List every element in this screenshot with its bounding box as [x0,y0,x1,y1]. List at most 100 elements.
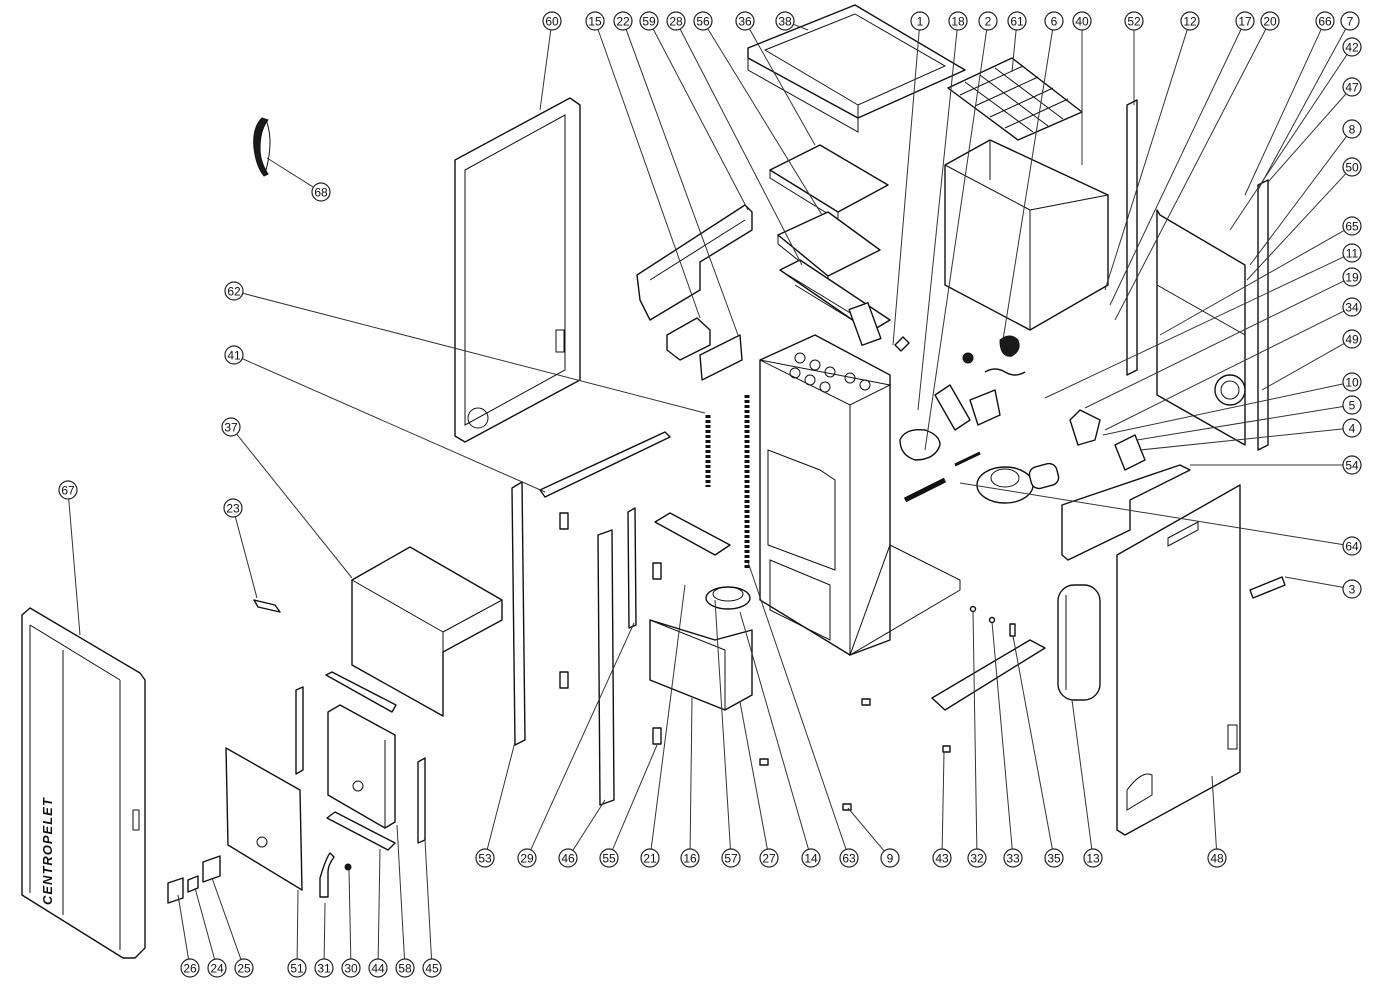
callout-27: 27 [759,848,779,868]
callout-label: 16 [683,852,697,866]
callout-3: 3 [1342,579,1362,599]
callout-circle [1342,37,1362,57]
leader-line-47 [1267,93,1347,183]
callout-61: 61 [1007,11,1027,31]
callout-35: 35 [1044,848,1064,868]
callout-label: 13 [1086,852,1100,866]
callout-circle [311,182,331,202]
part-post-53 [511,481,526,746]
callout-68: 68 [311,182,331,202]
callout-label: 3 [1349,583,1356,597]
callout-label: 54 [1345,459,1359,473]
callout-6: 6 [1044,11,1064,31]
leader-line-32 [972,610,978,850]
leader-line-22 [625,29,739,336]
callout-circle [599,848,619,868]
callout-circle [639,11,659,31]
part-cover-box [327,704,396,829]
part-rail-44 [326,811,396,851]
callout-label: 12 [1183,15,1197,29]
part-handle-3 [1249,576,1286,599]
leader-line-67 [68,498,81,636]
leader-line-10 [1102,383,1344,436]
callout-circle [180,958,200,978]
leader-line-24 [194,887,216,960]
callout-circle [1235,11,1255,31]
callout-label: 31 [317,962,331,976]
callout-circle [735,11,755,31]
leader-line-63 [747,561,847,850]
part-back-plate [1156,209,1246,446]
callout-label: 8 [1349,123,1356,137]
leader-line-16 [689,697,693,850]
callout-12: 12 [1180,11,1200,31]
part-side-panel-48 [1116,484,1241,836]
leader-line-61 [1011,29,1017,73]
callout-53: 53 [475,848,495,868]
leader-line-45 [424,839,433,960]
part-clip-23 [253,599,281,613]
callout-40: 40 [1072,11,1092,31]
callout-43: 43 [932,848,952,868]
callout-9: 9 [880,848,900,868]
callout-label: 25 [237,962,251,976]
callout-62: 62 [224,281,244,301]
callout-label: 21 [643,852,657,866]
leader-line-46 [572,799,606,851]
callout-circle [910,11,930,31]
leader-line-44 [377,848,381,960]
callout-label: 23 [226,502,240,516]
callout-circle [978,11,998,31]
callout-20: 20 [1260,11,1280,31]
parts-layer: CENTROPELET [21,4,1286,959]
callout-44: 44 [368,958,388,978]
leader-line-31 [323,902,326,960]
part-plate [699,334,743,381]
part-rail-strip [295,686,304,775]
callout-33: 33 [1003,848,1023,868]
callout-label: 15 [588,15,602,29]
callout-28: 28 [666,11,686,31]
leader-line-5 [1136,405,1344,441]
part-combustion-fan [903,451,1060,504]
callout-circle [207,958,227,978]
leader-line-49 [1261,343,1345,391]
callout-label: 30 [344,962,358,976]
callout-label: 66 [1318,15,1332,29]
callout-label: 29 [520,852,534,866]
callout-label: 2 [985,15,992,29]
leader-line-23 [234,516,258,599]
callout-label: 50 [1345,161,1359,175]
part-angle-41 [539,431,671,498]
callout-64: 64 [1342,536,1362,556]
callout-circle [839,848,859,868]
callout-65: 65 [1342,216,1362,236]
callout-51: 51 [287,958,307,978]
part-small-bracket [1069,409,1146,471]
callout-18: 18 [948,11,968,31]
callout-label: 60 [545,15,559,29]
callout-circle [801,848,821,868]
callout-label: 38 [778,15,792,29]
callout-1: 1 [910,11,930,31]
callout-2: 2 [978,11,998,31]
leader-line-6 [1002,29,1054,341]
callout-circle [221,417,241,437]
callout-label: 53 [478,852,492,866]
callout-7: 7 [1340,11,1360,31]
leader-line-50 [1246,173,1347,281]
callout-label: 11 [1346,247,1359,261]
leader-line-13 [1071,699,1093,850]
leader-line-8 [1249,135,1347,266]
leader-line-17 [1109,28,1242,306]
callout-59: 59 [639,11,659,31]
callout-30: 30 [341,958,361,978]
callout-label: 32 [970,852,984,866]
callout-label: 28 [669,15,683,29]
callout-54: 54 [1342,455,1362,475]
callout-label: 67 [61,484,75,498]
callout-circle [1342,455,1362,475]
callout-label: 61 [1010,15,1024,29]
callout-label: 41 [227,349,241,363]
callout-34: 34 [1342,297,1362,317]
